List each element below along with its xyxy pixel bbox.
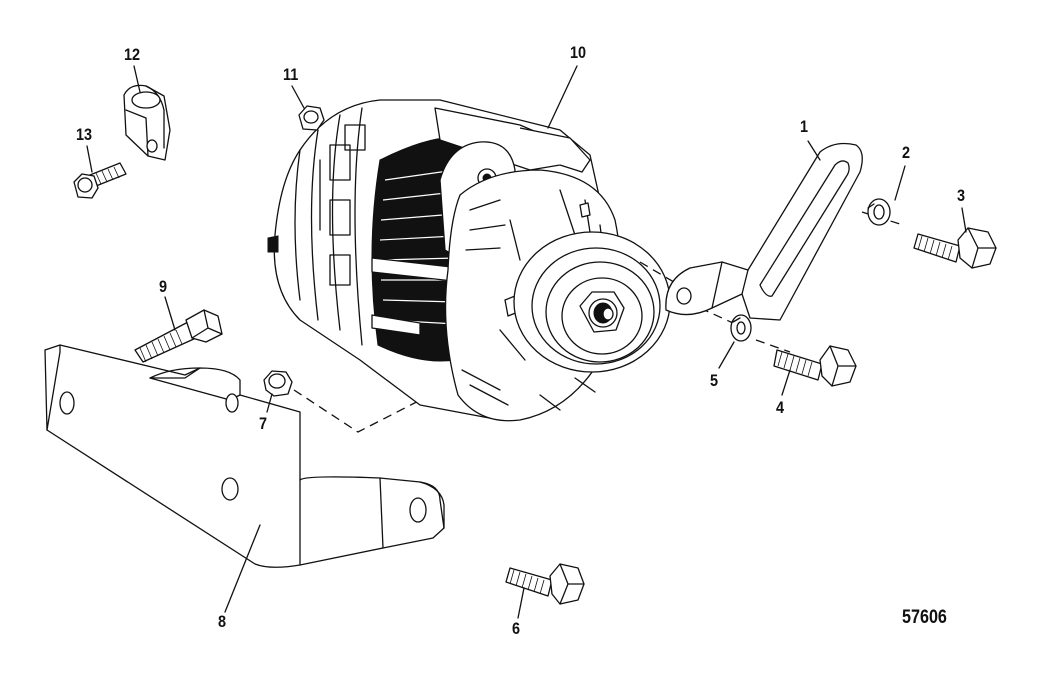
leader-13 bbox=[86, 145, 93, 173]
leader-11 bbox=[291, 85, 305, 109]
bolt-9 bbox=[134, 309, 223, 363]
screw-13 bbox=[73, 162, 127, 199]
callout-3: 3 bbox=[957, 186, 966, 205]
leader-10 bbox=[547, 65, 578, 129]
nut-7 bbox=[263, 370, 293, 397]
dashed-leader-pulley-to-arm bbox=[639, 261, 685, 289]
alternator bbox=[267, 99, 671, 422]
nut-11 bbox=[298, 105, 325, 131]
callout-13: 13 bbox=[76, 125, 93, 144]
callout-1: 1 bbox=[800, 117, 809, 136]
bolt-6 bbox=[505, 563, 585, 605]
dashed-leader-nut-to-alternator bbox=[293, 389, 441, 433]
leader-8 bbox=[224, 524, 261, 613]
lock-washer-2 bbox=[867, 198, 891, 226]
lock-washer-5 bbox=[730, 314, 752, 342]
callout-2: 2 bbox=[902, 143, 911, 162]
leader-9 bbox=[164, 296, 176, 331]
leader-6 bbox=[517, 587, 525, 619]
leader-3 bbox=[961, 207, 967, 233]
leader-12 bbox=[133, 65, 141, 93]
dashed-leader-arm-to-washer bbox=[699, 307, 745, 329]
callout-7: 7 bbox=[259, 414, 268, 433]
leader-2 bbox=[894, 165, 906, 201]
bolt-3 bbox=[913, 227, 997, 269]
callout-5: 5 bbox=[710, 371, 719, 390]
mounting-bracket bbox=[44, 344, 445, 568]
clamp-12 bbox=[123, 84, 171, 161]
callout-4: 4 bbox=[776, 398, 785, 417]
callout-leaders bbox=[86, 65, 967, 619]
callout-11: 11 bbox=[283, 65, 299, 84]
callout-9: 9 bbox=[159, 277, 168, 296]
leader-5 bbox=[718, 341, 735, 369]
leader-1 bbox=[807, 140, 821, 161]
callout-8: 8 bbox=[218, 612, 227, 631]
callout-10: 10 bbox=[570, 43, 587, 62]
leader-7 bbox=[266, 393, 273, 413]
callout-6: 6 bbox=[512, 619, 521, 638]
adjusting-arm bbox=[665, 142, 863, 321]
dashed-leader-washer-to-bolt bbox=[755, 339, 791, 353]
leader-4 bbox=[781, 369, 791, 396]
bolt-4 bbox=[773, 345, 857, 387]
callout-12: 12 bbox=[124, 45, 141, 64]
figure-number: 57606 bbox=[902, 607, 947, 628]
